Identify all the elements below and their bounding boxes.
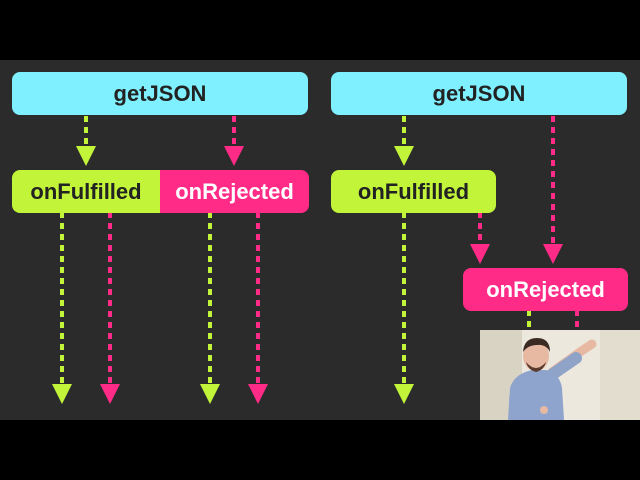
left-onfulfilled-box: onFulfilled — [12, 170, 160, 213]
speaker-video-inset — [480, 330, 640, 420]
right-getjson-label: getJSON — [432, 80, 526, 106]
left-onrejected-box: onRejected — [160, 170, 309, 213]
left-onrejected-label: onRejected — [175, 178, 294, 204]
left-getjson-label: getJSON — [113, 80, 207, 106]
slide: getJSON onFulfilled onRejected getJSON o… — [0, 60, 640, 420]
flow-arrows — [52, 116, 579, 404]
speaker-figure — [480, 330, 640, 420]
right-onrejected-label: onRejected — [486, 276, 605, 302]
right-onrejected-box: onRejected — [463, 268, 628, 311]
left-onfulfilled-label: onFulfilled — [30, 178, 142, 204]
left-getjson-box: getJSON — [12, 72, 308, 115]
right-getjson-box: getJSON — [331, 72, 627, 115]
right-onfulfilled-box: onFulfilled — [331, 170, 496, 213]
right-onfulfilled-label: onFulfilled — [357, 178, 470, 204]
